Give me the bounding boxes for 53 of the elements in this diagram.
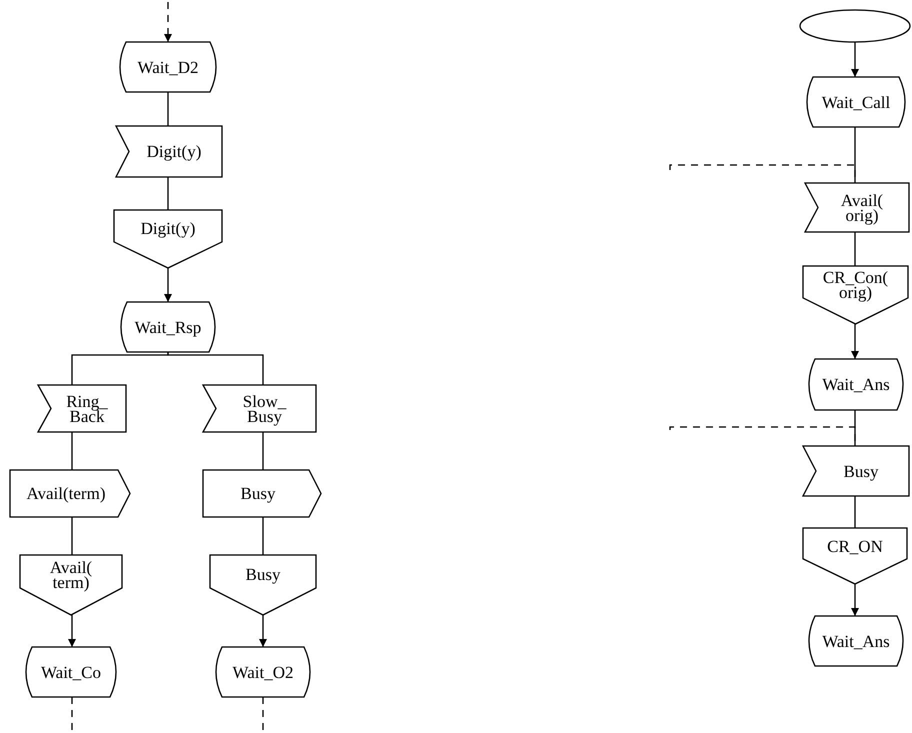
node-label: Avail(term) [26, 486, 106, 501]
node-label: Busy [246, 567, 280, 582]
arrow [259, 615, 267, 647]
connector-line [854, 496, 856, 528]
node-label: Wait_Rsp [134, 320, 202, 334]
connector-line [854, 232, 856, 266]
connector-line [854, 127, 856, 183]
arrow [851, 584, 859, 616]
node-label: CR_ON [827, 538, 883, 554]
connector-line [167, 177, 169, 210]
pentagon-box [210, 555, 316, 615]
ellipse-symbol [800, 10, 910, 42]
node-label: Avail( orig) [840, 192, 884, 222]
arrow [851, 42, 859, 77]
output-signal-box [203, 470, 321, 517]
connector-line [71, 517, 73, 555]
pentagon-box [20, 555, 122, 615]
pentagon-box [803, 266, 908, 324]
input-signal-box [116, 126, 222, 177]
node-label: Busy [844, 464, 878, 478]
node-label: Wait_Call [822, 94, 890, 110]
node-label: CR_Con( orig) [822, 270, 888, 300]
node-label: Slow_ Busy [242, 394, 286, 424]
node-label: Wait_D2 [138, 60, 198, 74]
arrow [851, 324, 859, 359]
node-label: Wait_Co [40, 664, 101, 680]
node-label: Ring_ Back [66, 394, 108, 424]
arrow [164, 268, 172, 302]
node-label: Avail( term) [50, 560, 92, 590]
node-label: Wait_Ans [822, 377, 890, 392]
node-label: Wait_Ans [822, 634, 890, 648]
node-label: Busy [240, 486, 276, 501]
connector-line [71, 697, 73, 730]
connector-line [71, 432, 73, 470]
input-signal-box [203, 385, 316, 432]
pentagon-box [803, 528, 907, 584]
node-label: Digit(y) [140, 221, 196, 236]
input-signal-box [38, 385, 126, 432]
node-label: Wait_O2 [232, 664, 294, 680]
connector-line [167, 352, 264, 385]
output-signal-box [10, 470, 130, 517]
arrow [68, 615, 76, 647]
node-label: Digit(y) [146, 144, 202, 159]
connector-line [262, 517, 264, 555]
connector-line [167, 92, 169, 126]
connector-line [262, 697, 264, 730]
input-signal-box [803, 446, 909, 496]
connector-line [71, 352, 169, 385]
pentagon-box [114, 210, 222, 268]
connector-line [854, 410, 856, 446]
arrow [164, 2, 172, 42]
connector-line [262, 432, 264, 470]
input-signal-box [805, 183, 909, 232]
